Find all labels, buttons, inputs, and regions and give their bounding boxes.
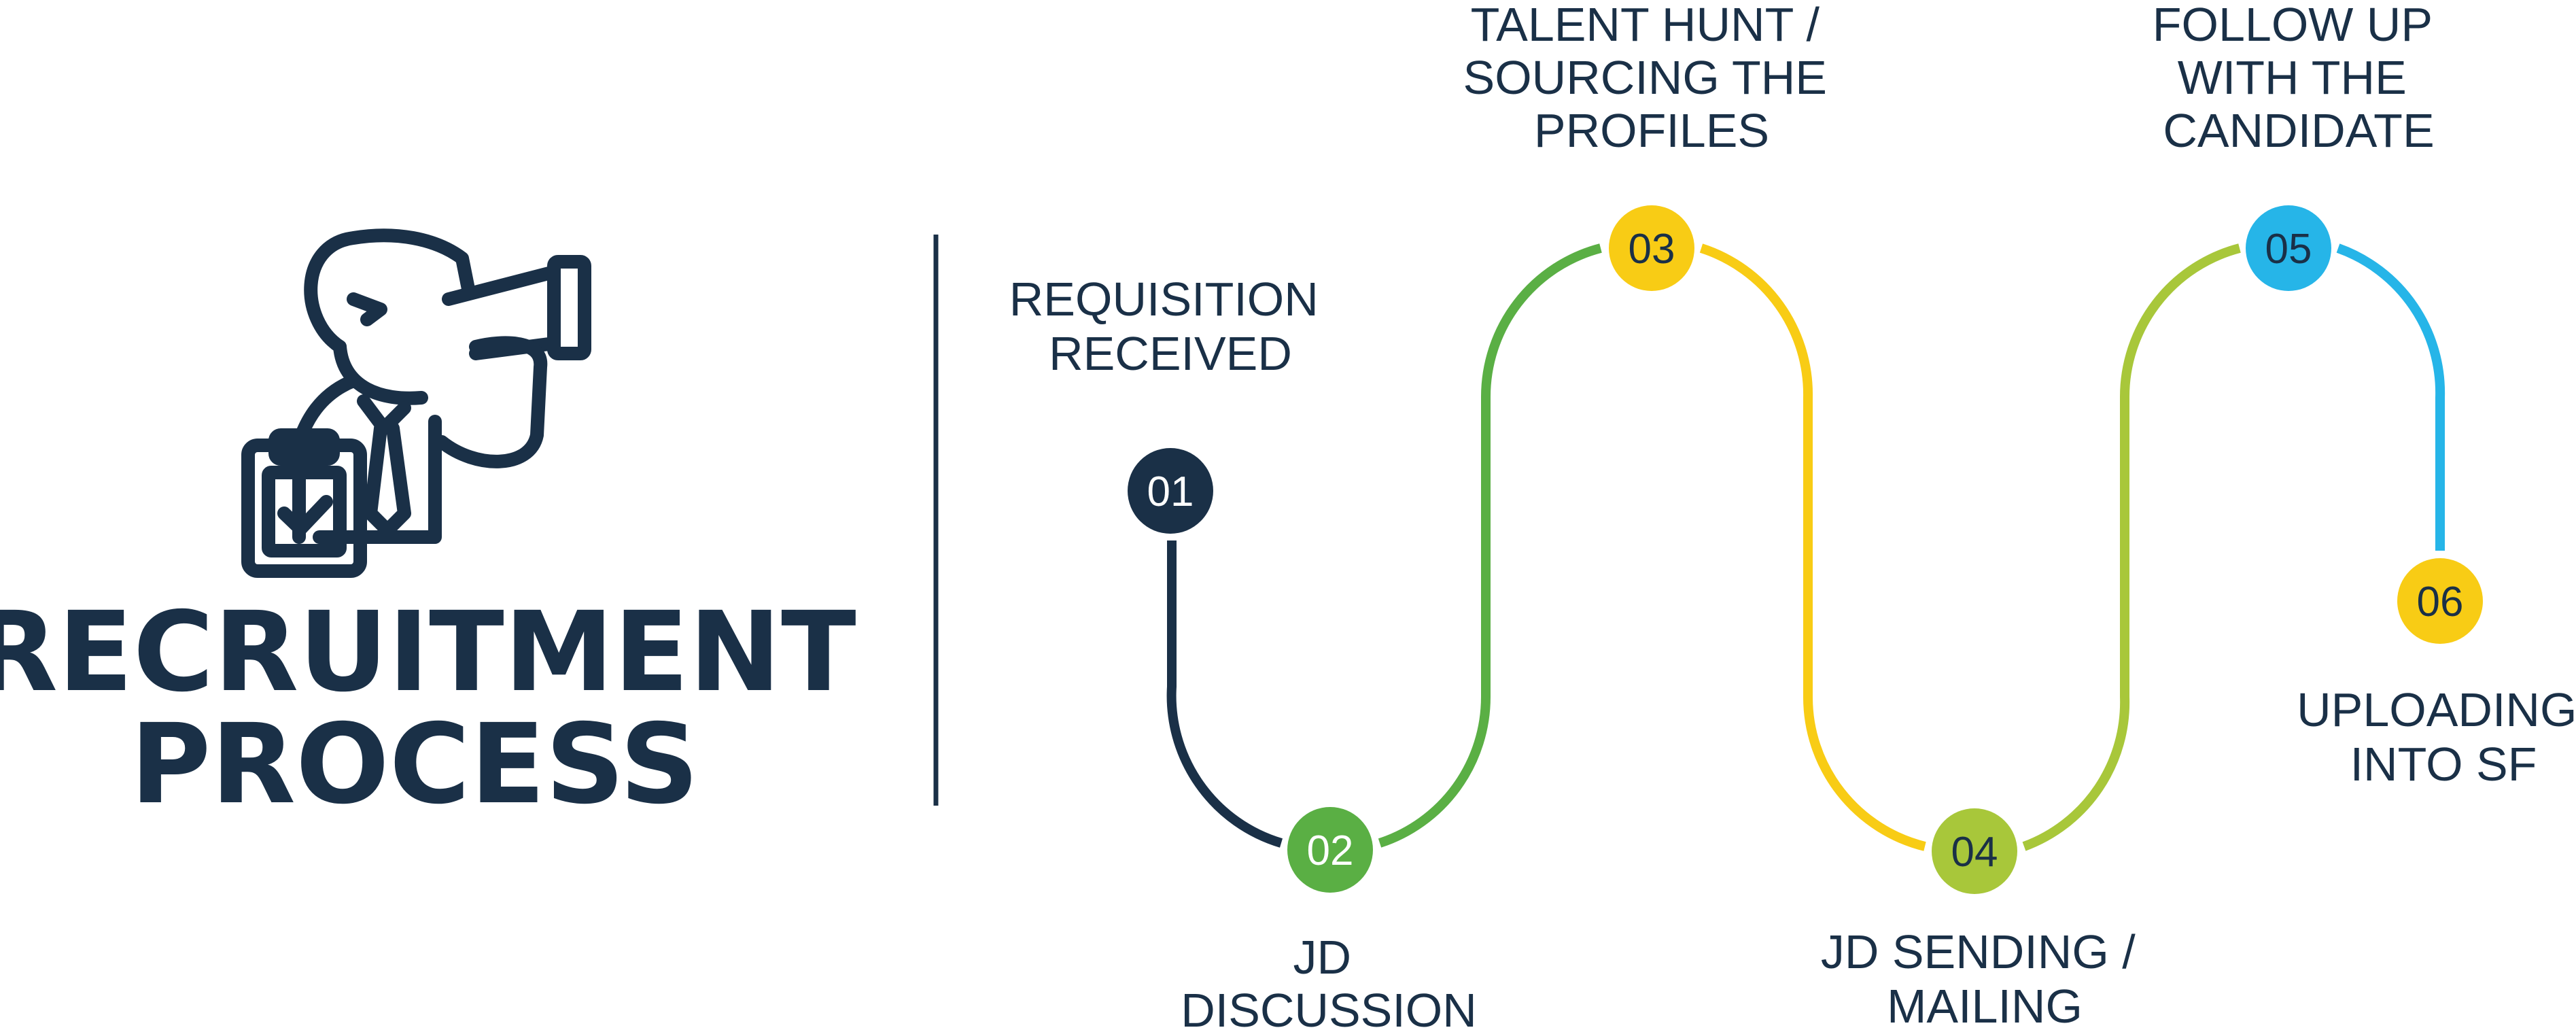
step-01-number: 01 (1147, 468, 1194, 515)
path-segment-01-02 (1166, 540, 1283, 848)
step-06-label: UPLOADING INTO SF (2297, 683, 2576, 791)
step-04-marker (1932, 808, 2017, 894)
step-01-label-line: REQUISITION (1009, 273, 1319, 326)
step-05: 05 FOLLOW UP WITH THE CANDIDATE (2153, 0, 2445, 291)
step-03-number: 03 (1629, 226, 1675, 273)
step-03: 03 TALENT HUNT / SOURCING THE PROFILES (1463, 0, 1841, 291)
step-06-number: 06 (2417, 579, 2464, 625)
step-06-label-line: INTO SF (2350, 738, 2537, 791)
step-03-label: TALENT HUNT / SOURCING THE PROFILES (1463, 0, 1841, 157)
step-06: 06 UPLOADING INTO SF (2297, 558, 2576, 791)
step-06-marker (2397, 558, 2483, 644)
recruiter-with-telescope-and-clipboard-icon (241, 228, 591, 578)
step-02-number: 02 (1307, 827, 1354, 874)
step-01-label-line: RECEIVED (1049, 327, 1292, 380)
step-05-number: 05 (2265, 226, 2312, 273)
step-05-label-line: WITH THE (2178, 51, 2407, 104)
step-01: 01 REQUISITION RECEIVED (1009, 273, 1332, 534)
step-05-label-line: FOLLOW UP (2153, 0, 2432, 51)
step-04-number: 04 (1951, 829, 1998, 876)
step-03-label-line: TALENT HUNT / (1471, 0, 1820, 51)
step-05-label: FOLLOW UP WITH THE CANDIDATE (2153, 0, 2445, 157)
path-segment-03-04 (1699, 243, 1926, 851)
path-segment-04-05 (2022, 243, 2241, 851)
step-01-marker (1128, 448, 1213, 534)
step-02-label: JD DISCUSSION (1181, 931, 1477, 1030)
step-01-label: REQUISITION RECEIVED (1009, 273, 1332, 380)
step-05-label-line: CANDIDATE (2163, 104, 2434, 157)
step-04-label: JD SENDING / MAILING (1821, 925, 2148, 1030)
step-02-label-line: JD (1293, 931, 1351, 984)
step-02-label-line: DISCUSSION (1181, 984, 1477, 1030)
title-line-2: PROCESS (130, 701, 699, 829)
step-03-marker (1609, 205, 1694, 291)
step-02: 02 JD DISCUSSION (1181, 807, 1477, 1030)
step-04-label-line: MAILING (1887, 980, 2083, 1030)
path-segment-05-06 (2336, 243, 2446, 551)
step-03-label-line: SOURCING THE (1463, 51, 1827, 104)
step-02-marker (1287, 807, 1373, 893)
path-segment-02-03 (1378, 243, 1602, 848)
step-06-label-line: UPLOADING (2297, 683, 2576, 736)
step-03-label-line: PROFILES (1534, 104, 1769, 157)
title-line-1: RECRUITMENT (0, 589, 856, 717)
process-path (1166, 243, 2446, 851)
step-04: 04 JD SENDING / MAILING (1821, 808, 2148, 1030)
step-04-label-line: JD SENDING / (1821, 925, 2136, 978)
step-05-marker (2246, 205, 2331, 291)
